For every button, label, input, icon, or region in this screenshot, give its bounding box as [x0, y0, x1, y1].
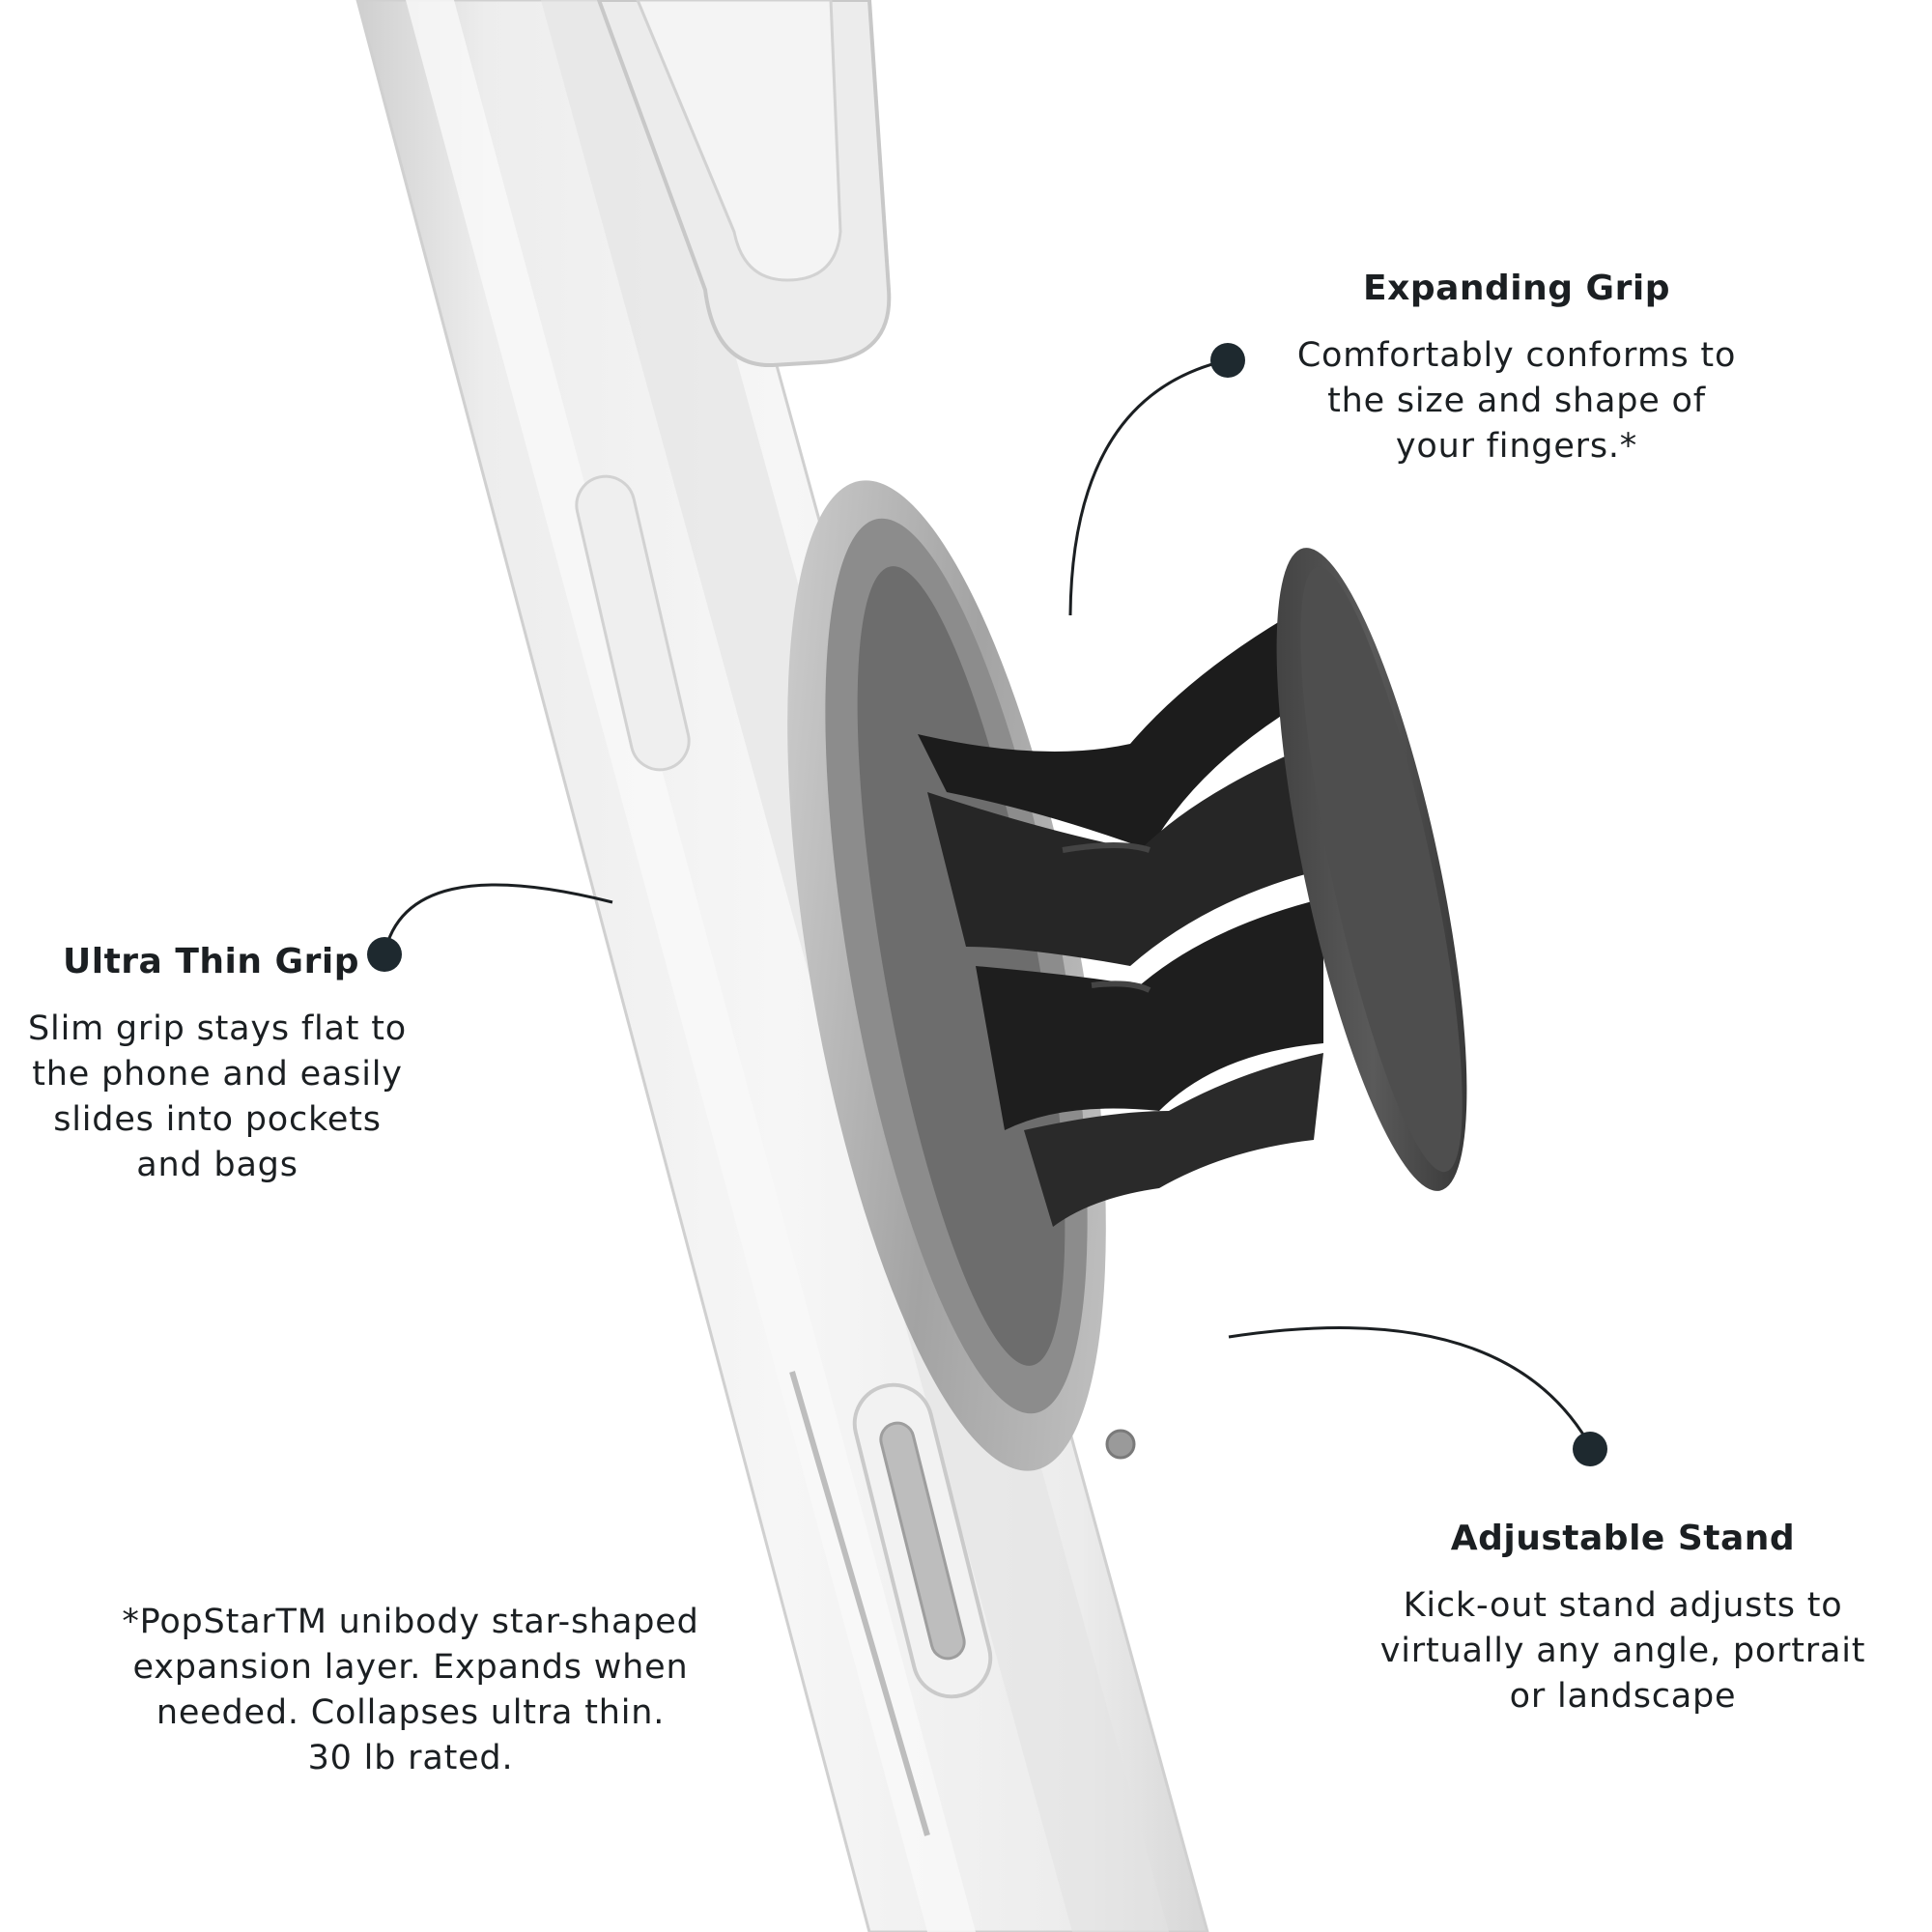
callout-ultra-thin-grip: Ultra Thin Grip Slim grip stays flat to …	[14, 942, 420, 1188]
callout-expanding-grip: Expanding Grip Comfortably conforms to t…	[1265, 269, 1768, 469]
description-line: the size and shape of	[1327, 382, 1706, 420]
feature-title: Expanding Grip	[1363, 269, 1670, 308]
footnote-line: *PopStarTM unibody star-shaped	[122, 1603, 699, 1641]
callout-dot-icon	[1210, 343, 1245, 378]
footnote-line: 30 lb rated.	[307, 1739, 514, 1777]
footnote-text: *PopStarTM unibody star-shaped expansion…	[97, 1600, 724, 1781]
feature-title: Ultra Thin Grip	[63, 942, 359, 981]
description-line: and bags	[136, 1146, 298, 1184]
feature-description: Slim grip stays flat to the phone and ea…	[14, 1007, 420, 1188]
connector-expanding-grip	[1068, 358, 1228, 616]
callout-dot-icon	[1573, 1432, 1607, 1466]
footnote-line: needed. Collapses ultra thin.	[156, 1693, 666, 1732]
description-line: Kick-out stand adjusts to	[1403, 1586, 1843, 1625]
footnote-line: expansion layer. Expands when	[132, 1648, 689, 1687]
callout-dot-icon	[367, 937, 402, 972]
footnote: *PopStarTM unibody star-shaped expansion…	[97, 1600, 724, 1781]
description-line: virtually any angle, portrait	[1379, 1632, 1866, 1670]
connector-adjustable-stand	[1228, 1326, 1594, 1450]
grip-base-illustration	[787, 480, 1136, 1471]
description-line: or landscape	[1509, 1677, 1737, 1716]
description-line: slides into pockets	[53, 1100, 382, 1139]
expanding-grip-illustration	[918, 548, 1467, 1227]
callout-adjustable-stand: Adjustable Stand Kick-out stand adjusts …	[1352, 1519, 1893, 1719]
description-line: your fingers.*	[1395, 427, 1638, 466]
connector-ultra-thin-grip	[383, 883, 613, 955]
callout-connectors	[383, 358, 1594, 1450]
feature-title: Adjustable Stand	[1450, 1519, 1796, 1558]
feature-description: Comfortably conforms to the size and sha…	[1265, 333, 1768, 469]
description-line: the phone and easily	[32, 1055, 403, 1094]
feature-description: Kick-out stand adjusts to virtually any …	[1352, 1583, 1893, 1719]
description-line: Comfortably conforms to	[1296, 336, 1737, 375]
description-line: Slim grip stays flat to	[28, 1009, 407, 1048]
